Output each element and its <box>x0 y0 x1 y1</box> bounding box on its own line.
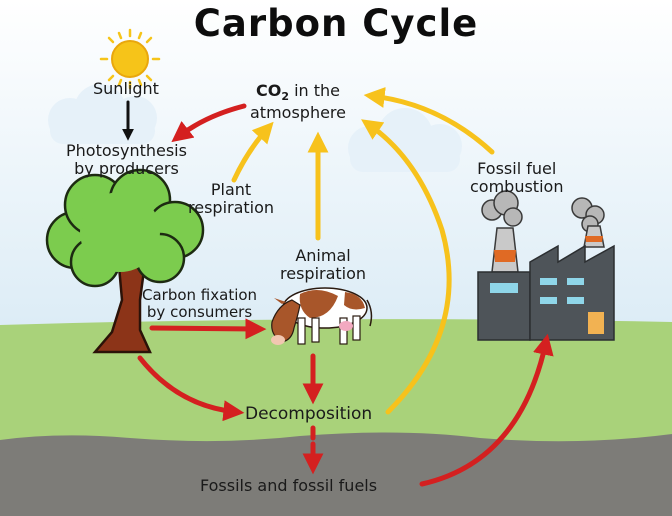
photosynthesis-line1: Photosynthesis <box>66 141 187 160</box>
plant-respiration-line2: respiration <box>188 198 275 218</box>
plant-respiration-line1: Plant <box>210 180 252 199</box>
animal-respiration-line1: Animal <box>295 246 351 265</box>
grass-field <box>0 319 672 450</box>
fossil-combustion-line2: combustion <box>470 177 564 197</box>
photosynthesis-line2: by producers <box>74 159 179 179</box>
label-fossil-fuel-combustion: Fossil fuel combustion <box>470 159 564 197</box>
label-animal-respiration: Animal respiration <box>280 246 367 284</box>
fossil-combustion-line1: Fossil fuel <box>477 159 557 178</box>
arrow-atmosphere-to-photosynthesis <box>171 103 247 143</box>
animal-respiration-line2: respiration <box>280 264 367 284</box>
carbon-fixation-line2: by consumers <box>146 303 253 322</box>
tree-icon <box>45 168 205 354</box>
arrow-combustion-to-atmosphere <box>363 87 495 155</box>
label-plant-respiration: Plant respiration <box>188 180 275 218</box>
label-co2-atmosphere: CO2 in the atmosphere <box>250 81 346 122</box>
label-photosynthesis: Photosynthesis by producers <box>66 141 187 179</box>
arrow-plant-respiration <box>231 121 274 183</box>
label-decomposition: Decomposition <box>245 404 373 424</box>
co2-line2: atmosphere <box>250 102 346 122</box>
carbon-fixation-line1: Carbon fixation <box>142 286 258 304</box>
label-carbon-fixation: Carbon fixation by consumers <box>142 286 258 322</box>
factory-icon <box>477 190 615 341</box>
ground-layer <box>0 432 672 516</box>
arrow-decomposition-to-atmosphere <box>361 119 452 415</box>
label-fossils: Fossils and fossil fuels <box>200 476 378 495</box>
co2-subscript: 2 <box>281 90 289 104</box>
diagram-title: Carbon Cycle <box>193 2 479 45</box>
sun-icon <box>99 28 161 90</box>
arrow-tree-to-decomposition <box>137 355 245 422</box>
arrow-fossils-to-combustion <box>419 333 554 487</box>
label-sunlight: Sunlight <box>93 79 159 98</box>
co2-suffix: in the <box>288 81 340 100</box>
cow-icon <box>271 287 373 345</box>
arrow-carbon-fixation <box>149 318 267 340</box>
co2-prefix: CO <box>255 81 282 100</box>
